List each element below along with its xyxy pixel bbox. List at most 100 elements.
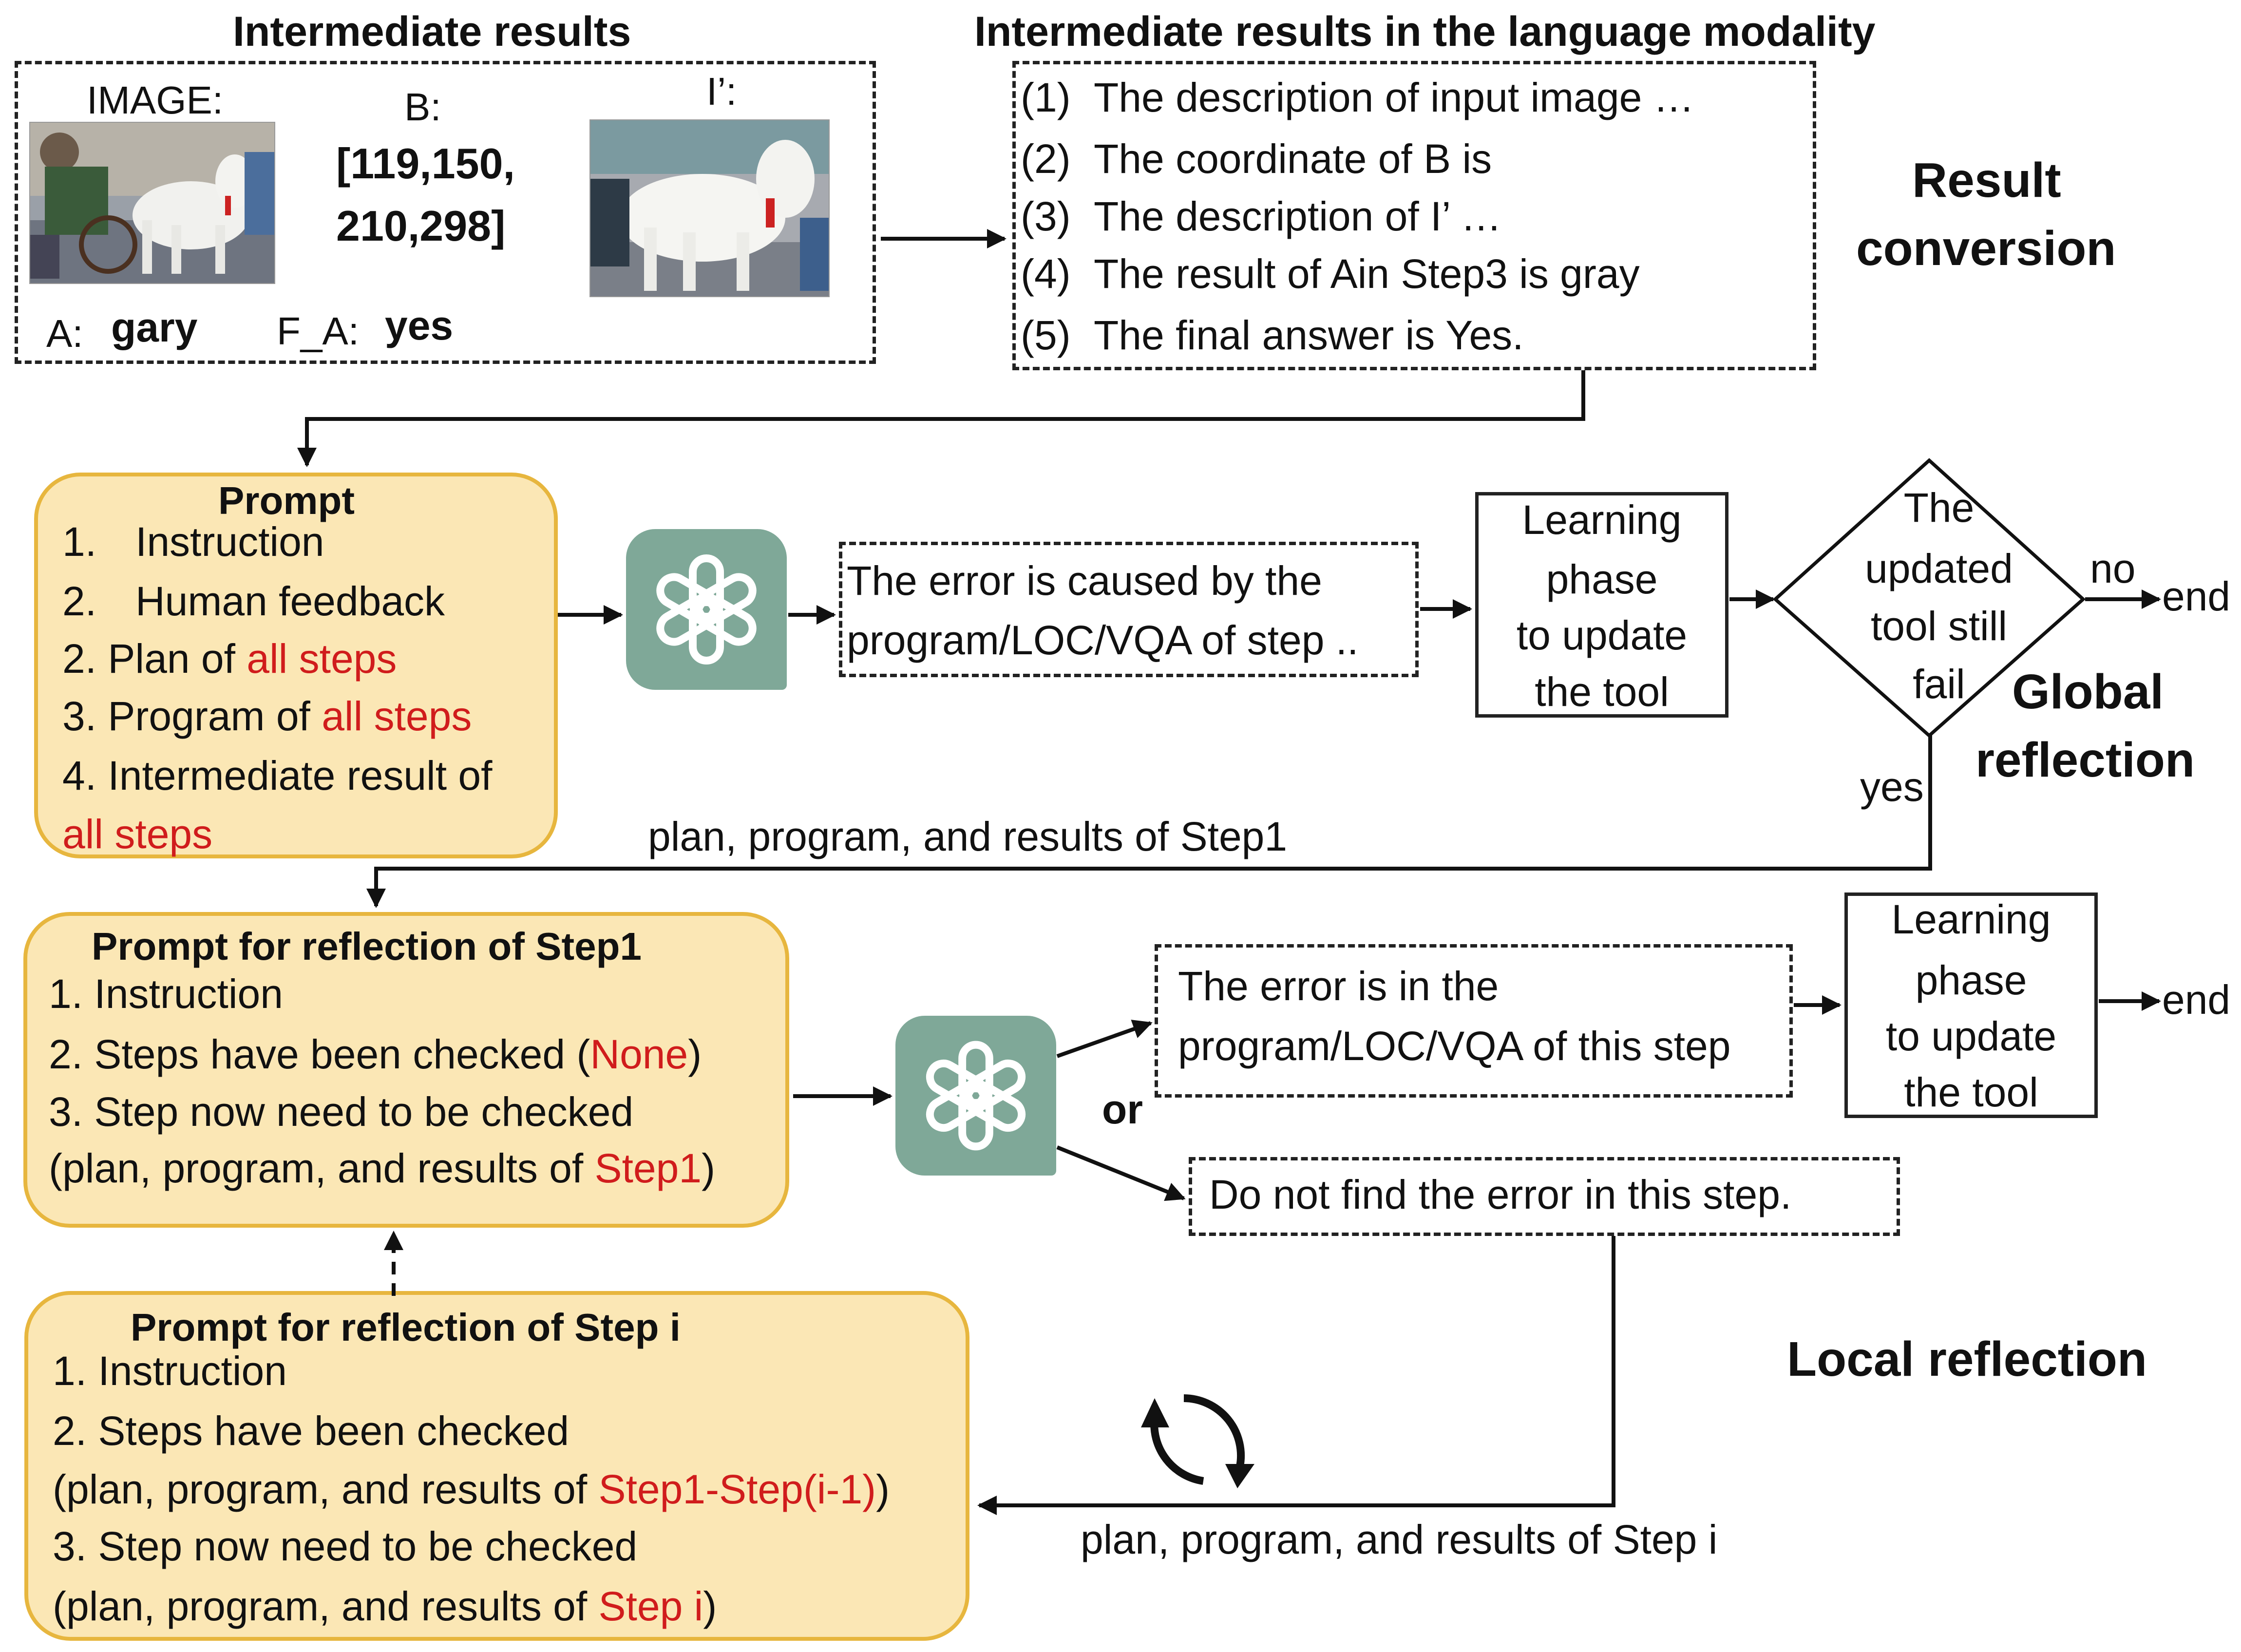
- cycle-arrows-icon: [1150, 1394, 1245, 1485]
- chatgpt-logo-icon: [626, 529, 787, 690]
- fa-value: yes: [385, 303, 454, 348]
- fa-label: F_A:: [277, 309, 359, 353]
- global-prompt-item3: 2. Plan of all steps: [62, 638, 397, 679]
- line-1-text: The description of input image …: [1094, 75, 1694, 120]
- step1-prompt-line2-end: ): [688, 1031, 702, 1077]
- global-prompt-item2-num: 2.: [62, 578, 97, 624]
- global-learning-line1: Learning: [1522, 497, 1682, 543]
- step1-prompt-line4-text: (plan, program, and results of: [49, 1145, 595, 1191]
- global-prompt-item5-red: all steps: [62, 811, 213, 857]
- stepi-prompt-title: Prompt for reflection of Step i: [131, 1306, 681, 1349]
- stepi-prompt-line2: 2. Steps have been checked: [53, 1408, 570, 1454]
- local-reflection-label: Local reflection: [1787, 1332, 2147, 1386]
- cycle-arrowhead-2: [1141, 1398, 1169, 1427]
- line-5-text: The final answer is Yes.: [1094, 312, 1524, 358]
- no-error-box: [1189, 1157, 1900, 1236]
- decision-diamond: [1772, 458, 2086, 738]
- step1-prompt-line3: 3. Step now need to be checked: [49, 1089, 634, 1135]
- global-prompt-item4-red: all steps: [322, 693, 472, 739]
- stepi-prompt-line4: 3. Step now need to be checked: [53, 1523, 638, 1569]
- input-image-photo: [29, 122, 275, 284]
- arrow-gpt-to-local-error: [1056, 1020, 1153, 1058]
- global-prompt-item1: Instruction: [135, 519, 324, 565]
- local-learning-line4: the tool: [1904, 1069, 2038, 1115]
- global-prompt-item4: 3. Program of all steps: [62, 696, 472, 737]
- local-learning-line1: Learning: [1891, 896, 2051, 942]
- result-conversion-label-2: conversion: [1856, 221, 2116, 276]
- step1-prompt-title: Prompt for reflection of Step1: [92, 925, 642, 968]
- language-modality-box: [1012, 61, 1816, 370]
- b-label: B:: [404, 85, 441, 129]
- step1-prompt-line2: 2. Steps have been checked (None): [49, 1034, 702, 1075]
- yes-label: yes: [1860, 764, 1924, 810]
- b-value-line2: 210,298]: [336, 202, 506, 250]
- global-learning-line3: to update: [1516, 612, 1688, 658]
- arrow-to-prompt: [297, 370, 1585, 467]
- global-prompt-item3-red: all steps: [247, 636, 397, 682]
- step1-prompt-line1: 1. Instruction: [49, 971, 283, 1017]
- step1-prompt-line2-text: 2. Steps have been checked (: [49, 1031, 590, 1077]
- decision-line2: updated: [1865, 546, 2013, 591]
- global-prompt-item5: 4. Intermediate result of: [62, 753, 493, 798]
- global-error-line1: The error is caused by the: [847, 558, 1322, 604]
- a-value: gary: [111, 304, 198, 350]
- language-modality-title: Intermediate results in the language mod…: [974, 8, 1876, 55]
- local-end-label: end: [2162, 977, 2231, 1023]
- line-2-num: (2): [1021, 136, 1071, 182]
- cycle-arrowhead-1: [1225, 1464, 1254, 1488]
- stepi-prompt-line5-red: Step i: [598, 1583, 703, 1629]
- line-3-text: The description of I’ …: [1094, 193, 1502, 239]
- or-label: or: [1102, 1086, 1143, 1132]
- cropped-image-photo: [589, 119, 830, 297]
- decision-line4: fail: [1913, 661, 1965, 707]
- arrow-noerror-to-stepi: [977, 1236, 1615, 1515]
- local-learning-line3: to update: [1885, 1013, 2057, 1059]
- step1-prompt-line4: (plan, program, and results of Step1): [49, 1148, 715, 1189]
- stepi-flow-label: plan, program, and results of Step i: [1081, 1517, 1718, 1562]
- local-error-line2: program/LOC/VQA of this step: [1178, 1023, 1731, 1069]
- chatgpt-logo-icon-2: [895, 1016, 1056, 1176]
- global-end-label: end: [2162, 573, 2231, 619]
- line-3-num: (3): [1021, 193, 1071, 239]
- stepi-prompt-line3-text: (plan, program, and results of: [53, 1466, 599, 1512]
- stepi-prompt-line1: 1. Instruction: [53, 1348, 287, 1394]
- step1-prompt-line4-end: ): [702, 1145, 716, 1191]
- global-learning-box: [1475, 492, 1728, 718]
- stepi-prompt-line3-end: ): [876, 1466, 890, 1512]
- global-prompt-box: [34, 473, 558, 858]
- decision-line3: tool still: [1870, 603, 2008, 649]
- step1-flow-label: plan, program, and results of Step1: [648, 814, 1288, 859]
- global-error-line2: program/LOC/VQA of step ..: [847, 617, 1359, 663]
- stepi-prompt-line3: (plan, program, and results of Step1-Ste…: [53, 1469, 890, 1510]
- step1-prompt-box: [23, 912, 789, 1228]
- iprime-label: I’:: [706, 70, 737, 113]
- no-error-text: Do not find the error in this step.: [1209, 1172, 1792, 1217]
- result-conversion-label-1: Result: [1912, 153, 2061, 208]
- global-reflection-label-2: reflection: [1975, 733, 2195, 787]
- stepi-prompt-line3-red: Step1-Step(i-1): [598, 1466, 876, 1512]
- stepi-prompt-line5-end: ): [703, 1583, 717, 1629]
- local-learning-box: [1844, 892, 2098, 1118]
- global-error-box: [839, 542, 1419, 677]
- local-error-box: [1155, 944, 1793, 1098]
- local-error-line1: The error is in the: [1178, 963, 1499, 1009]
- global-prompt-item4-text: 3. Program of: [62, 693, 322, 739]
- local-learning-line2: phase: [1915, 957, 2027, 1003]
- arrow-yes-to-step1: [366, 733, 1932, 908]
- step1-prompt-line4-red: Step1: [594, 1145, 702, 1191]
- stepi-prompt-line5-text: (plan, program, and results of: [53, 1583, 599, 1629]
- intermediate-results-title: Intermediate results: [233, 8, 631, 55]
- line-4-text: The result of Ain Step3 is gray: [1094, 251, 1640, 297]
- global-prompt-item3-text: 2. Plan of: [62, 636, 247, 682]
- line-2-text: The coordinate of B is: [1094, 136, 1492, 182]
- global-reflection-label-1: Global: [2012, 665, 2164, 719]
- line-4-num: (4): [1021, 251, 1071, 297]
- global-prompt-item1-num: 1.: [62, 519, 97, 565]
- no-label: no: [2090, 546, 2136, 591]
- image-label: IMAGE:: [87, 78, 224, 122]
- stepi-prompt-box: [24, 1291, 969, 1641]
- decision-line1: The: [1903, 485, 1975, 531]
- global-learning-line4: the tool: [1535, 669, 1669, 715]
- arrow-gpt-to-noerror: [1056, 1145, 1186, 1201]
